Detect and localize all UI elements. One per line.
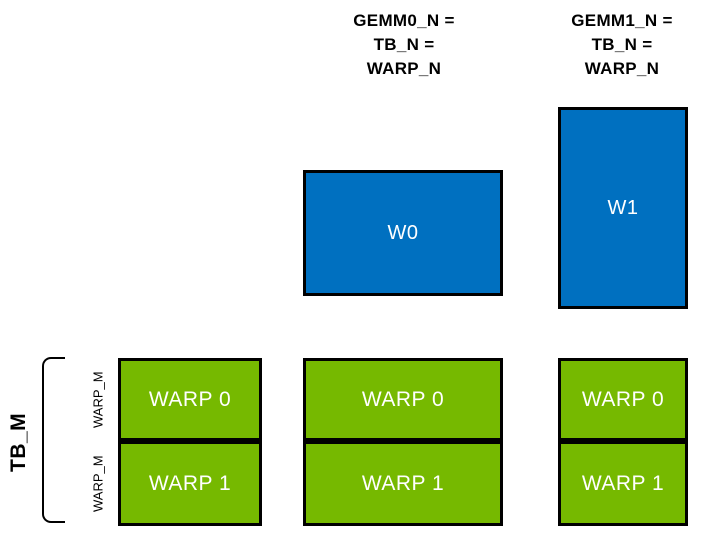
gemm1-n-header: GEMM1_N = TB_N = WARP_N (571, 11, 673, 78)
warp0-box-right-label: WARP 0 (581, 387, 665, 411)
warp0-box-middle-label: WARP 0 (361, 387, 445, 411)
warp1-box-right-label: WARP 1 (581, 471, 665, 495)
tb-m-axis-label: TB_M (7, 412, 30, 472)
warp-m-label-top: WARP_M (90, 371, 106, 428)
warp1-box-right: WARP 1 (558, 441, 688, 526)
warp0-box-left-label: WARP 0 (148, 387, 232, 411)
warp0-box-middle: WARP 0 (303, 358, 503, 441)
warp-tile-w1-label: W1 (607, 196, 639, 219)
warp1-box-middle: WARP 1 (303, 441, 503, 526)
warp-m-label-bottom: WARP_M (90, 455, 106, 512)
warp-tile-w0: W0 (303, 170, 503, 296)
warp1-box-left: WARP 1 (118, 441, 262, 526)
warp-tile-w0-label: W0 (387, 221, 419, 244)
gemm0-n-header: GEMM0_N = TB_N = WARP_N (353, 11, 455, 78)
warp1-box-left-label: WARP 1 (148, 471, 232, 495)
warp1-box-middle-label: WARP 1 (361, 471, 445, 495)
warp0-box-left: WARP 0 (118, 358, 262, 441)
warp0-box-right: WARP 0 (558, 358, 688, 441)
tb-m-bracket (42, 357, 65, 523)
warp-tile-w1: W1 (558, 107, 688, 309)
